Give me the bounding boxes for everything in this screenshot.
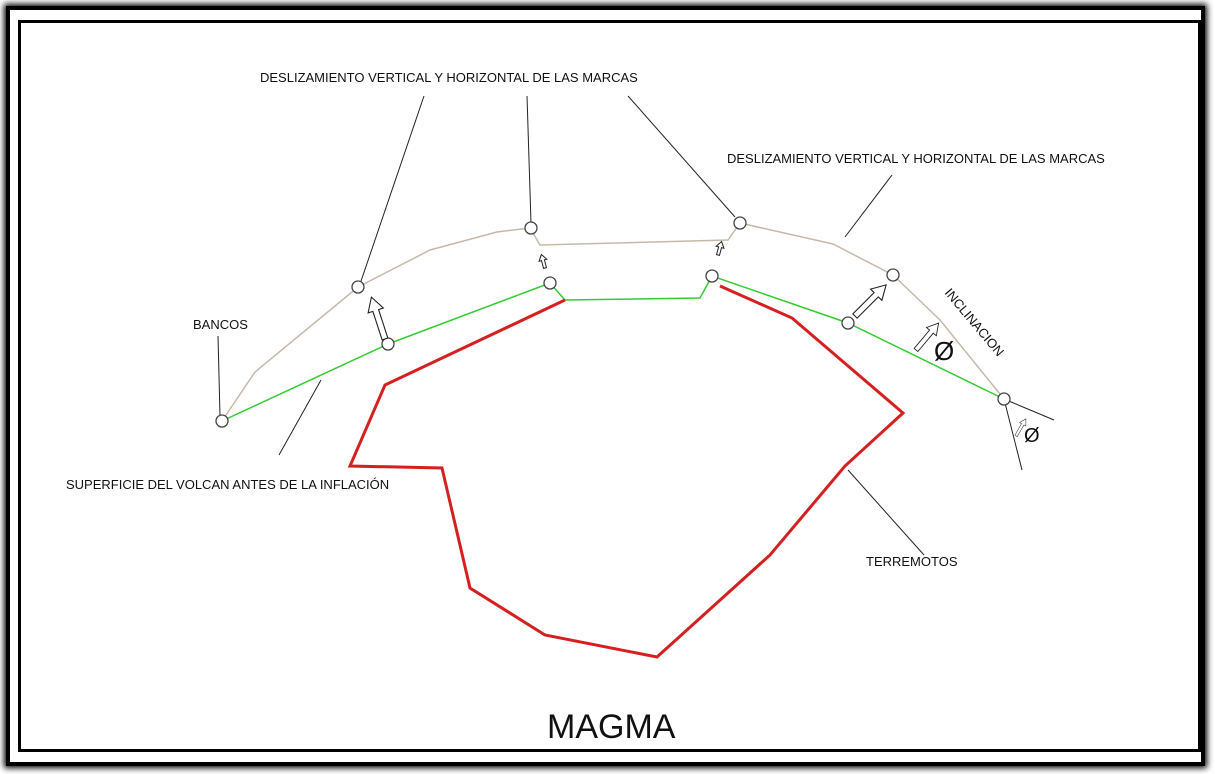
outer-border [6,6,1205,766]
label-slide-top: DESLIZAMIENTO VERTICAL Y HORIZONTAL DE L… [260,70,638,85]
leader-line [526,95,532,224]
leader-line [844,174,893,238]
leader-line [217,335,221,417]
benchmark-marker [351,280,365,294]
leader-line [1003,398,1055,421]
inner-border [18,20,1201,752]
displacement-arrow [537,252,550,270]
benchmark-marker [543,276,557,290]
leader-line [1003,398,1023,471]
label-surface-before: SUPERFICIE DEL VOLCAN ANTES DE LA INFLAC… [66,477,389,492]
inflated-surface-line [221,222,1005,422]
displacement-arrow [848,278,893,323]
label-slide-right: DESLIZAMIENTO VERTICAL Y HORIZONTAL DE L… [727,151,1105,166]
original-surface-line [221,275,1005,422]
tilt-angle-symbol: Ø [1024,425,1040,447]
benchmark-marker [997,392,1011,406]
benchmark-marker [841,316,855,330]
benchmark-marker [215,414,229,428]
label-bancos: BANCOS [193,317,248,332]
leader-line [847,469,925,556]
leader-line [278,379,322,456]
label-terremotos: TERREMOTOS [866,554,958,569]
leader-line [358,95,425,288]
displacement-arrow [363,294,394,343]
benchmark-marker [886,268,900,282]
benchmark-marker [705,269,719,283]
tilt-angle-symbol: Ø [934,336,954,366]
leader-line [627,95,736,218]
benchmark-marker [733,216,747,230]
magma-outline [347,284,906,659]
label-magma: MAGMA [547,708,676,746]
benchmark-marker [524,221,538,235]
displacement-arrow [713,239,726,257]
